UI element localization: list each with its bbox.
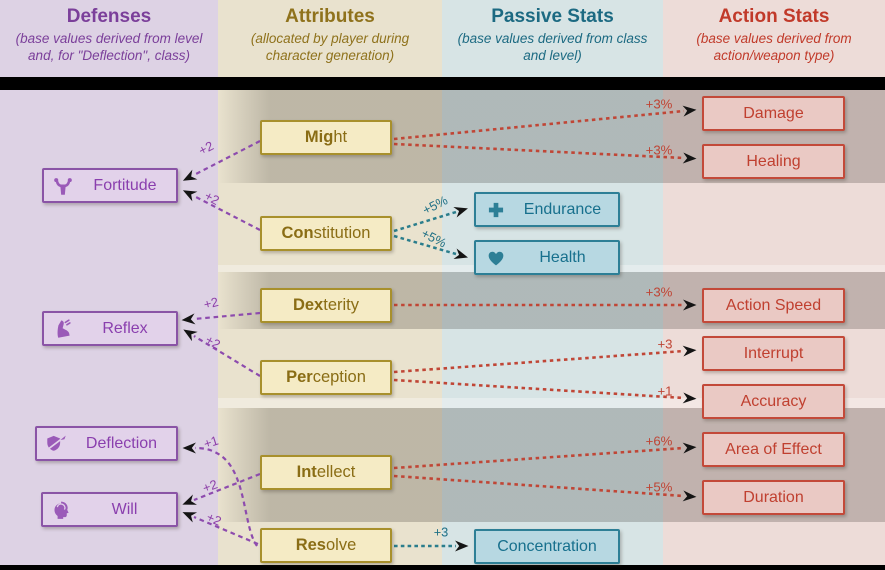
arrow-intellect-aoe [393, 442, 697, 470]
passive-label: Endurance [523, 200, 602, 218]
action-label: Duration [743, 488, 804, 506]
attribute-box-perception: Perception [260, 360, 392, 395]
arrow-resolve-will [182, 512, 259, 546]
attribute-box-constitution: Constitution [260, 216, 392, 251]
action-box-action-speed: Action Speed [702, 288, 845, 323]
attribute-label: Might [262, 128, 390, 147]
action-box-damage: Damage [702, 96, 845, 131]
action-label: Interrupt [743, 344, 804, 362]
bonus-dexterity-action-speed: +3% [645, 284, 673, 300]
head-brain-icon [51, 499, 73, 521]
arrow-might-damage [393, 105, 697, 141]
attribute-rest: stitution [313, 224, 371, 242]
passive-stats-header: Passive Stats (base values derived from … [442, 6, 663, 65]
action-box-interrupt: Interrupt [702, 336, 845, 371]
attribute-box-dexterity: Dexterity [260, 288, 392, 323]
defense-label: Will [111, 500, 138, 518]
attribute-rest: ht [333, 128, 348, 146]
defenses-title: Defenses [66, 6, 152, 27]
bonus-intellect-aoe: +6% [645, 433, 673, 449]
bottom-edge-bar [0, 565, 885, 570]
passive-label: Concentration [497, 537, 597, 555]
attributes-header: Attributes (allocated by player during c… [218, 6, 442, 65]
shield-sword-icon [45, 433, 67, 455]
action-label: Damage [743, 104, 804, 122]
action-stats-header: Action Stats (base values derived from a… [663, 6, 885, 65]
passive-label: Health [539, 248, 586, 266]
attribute-rest: olve [326, 536, 357, 554]
attribute-box-might: Might [260, 120, 392, 155]
header-divider-bar [0, 77, 885, 90]
attribute-label: Intellect [262, 463, 390, 482]
plus-icon [485, 199, 507, 221]
defenses-column-bg [0, 0, 218, 570]
arrow-intellect-duration [393, 474, 697, 502]
attribute-rest: terity [323, 296, 360, 314]
bonus-might-healing: +3% [645, 142, 673, 158]
attribute-rest: ellect [316, 463, 356, 481]
defenses-subtitle: (base values derived from level and, for… [15, 31, 203, 64]
attribute-abbrev: Dex [292, 296, 324, 314]
attribute-label: Resolve [262, 536, 390, 555]
boot-icon [52, 318, 74, 340]
action-label: Accuracy [740, 392, 807, 410]
defense-box-will: Will [41, 492, 178, 527]
muscle-icon [52, 175, 74, 197]
action-column-bg [663, 0, 885, 570]
action-stats-title: Action Stats [718, 6, 830, 27]
attribute-label: Dexterity [262, 296, 390, 315]
defenses-header: Defenses (base values derived from level… [0, 6, 218, 65]
action-box-accuracy: Accuracy [702, 384, 845, 419]
attribute-abbrev: Con [281, 224, 314, 242]
arrow-dexterity-reflex [181, 311, 261, 325]
attribute-abbrev: Res [295, 536, 326, 554]
attribute-label: Constitution [262, 224, 390, 243]
attribute-box-intellect: Intellect [260, 455, 392, 490]
attribute-rest: ception [312, 368, 366, 386]
arrow-perception-interrupt [393, 345, 697, 374]
defense-box-fortitude: Fortitude [42, 168, 178, 203]
action-label: Action Speed [725, 296, 822, 314]
bonus-might-damage: +3% [645, 96, 673, 112]
attribute-box-resolve: Resolve [260, 528, 392, 563]
bonus-intellect-duration: +5% [645, 479, 673, 495]
bonus-perception-accuracy: +1 [657, 383, 673, 399]
passive-column-bg [442, 0, 663, 570]
arrow-resolve-deflection [182, 442, 258, 547]
arrow-might-fortitude [182, 140, 261, 181]
arrow-intellect-will [182, 472, 261, 505]
action-box-duration: Duration [702, 480, 845, 515]
attribute-label: Perception [262, 368, 390, 387]
arrow-constitution-fortitude [182, 190, 261, 231]
heart-icon [485, 247, 507, 269]
defense-label: Deflection [85, 434, 158, 452]
arrow-might-healing [393, 142, 697, 164]
attribute-abbrev: Mig [304, 128, 334, 146]
attributes-title: Attributes [285, 6, 375, 27]
attribute-abbrev: Int [296, 463, 317, 481]
defense-label: Reflex [102, 319, 148, 337]
passive-box-health: Health [474, 240, 620, 275]
bonus-perception-interrupt: +3 [657, 336, 673, 352]
defense-box-deflection: Deflection [35, 426, 178, 461]
bonus-resolve-concentration: +3 [433, 524, 449, 540]
attribute-abbrev: Per [286, 368, 313, 386]
action-label: Area of Effect [725, 440, 822, 458]
passive-box-concentration: Concentration [474, 529, 620, 564]
action-label: Healing [746, 152, 801, 170]
action-box-area-of-effect: Area of Effect [702, 432, 845, 467]
passive-stats-subtitle: (base values derived from class and leve… [457, 31, 648, 64]
row-separator [218, 398, 885, 408]
arrow-perception-accuracy [393, 378, 697, 404]
arrow-perception-reflex [183, 329, 261, 377]
action-stats-subtitle: (base values derived from action/weapon … [696, 31, 852, 64]
attributes-subtitle: (allocated by player during character ge… [250, 31, 410, 64]
passive-stats-title: Passive Stats [491, 6, 614, 27]
defense-label: Fortitude [93, 176, 157, 194]
passive-box-endurance: Endurance [474, 192, 620, 227]
defense-box-reflex: Reflex [42, 311, 178, 346]
action-box-healing: Healing [702, 144, 845, 179]
